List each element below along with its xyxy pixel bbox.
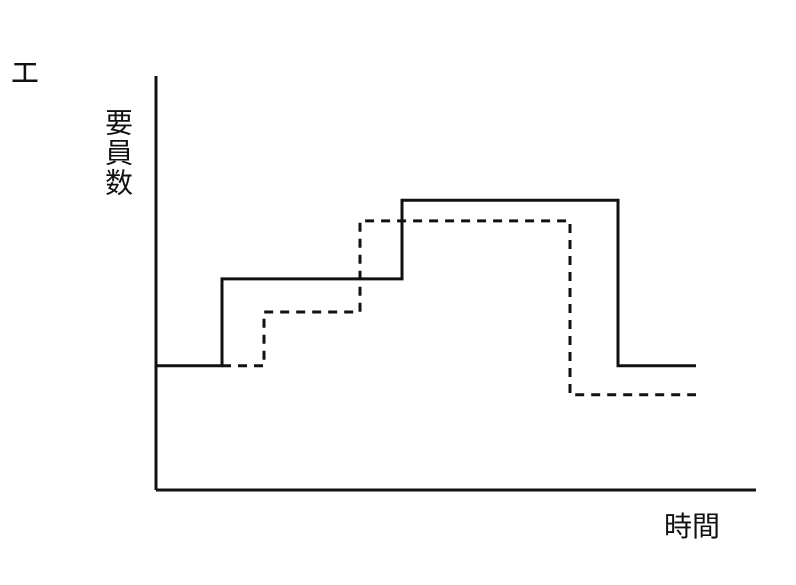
- x-axis-label: 時間: [664, 510, 721, 543]
- series-layer: [156, 198, 696, 397]
- series-1-solid-line: [156, 198, 696, 368]
- y-axis-label: 要員数: [101, 108, 134, 198]
- panel-label: エ: [10, 56, 40, 91]
- series-2-dashed-line: [222, 219, 696, 397]
- axes: [154, 76, 756, 492]
